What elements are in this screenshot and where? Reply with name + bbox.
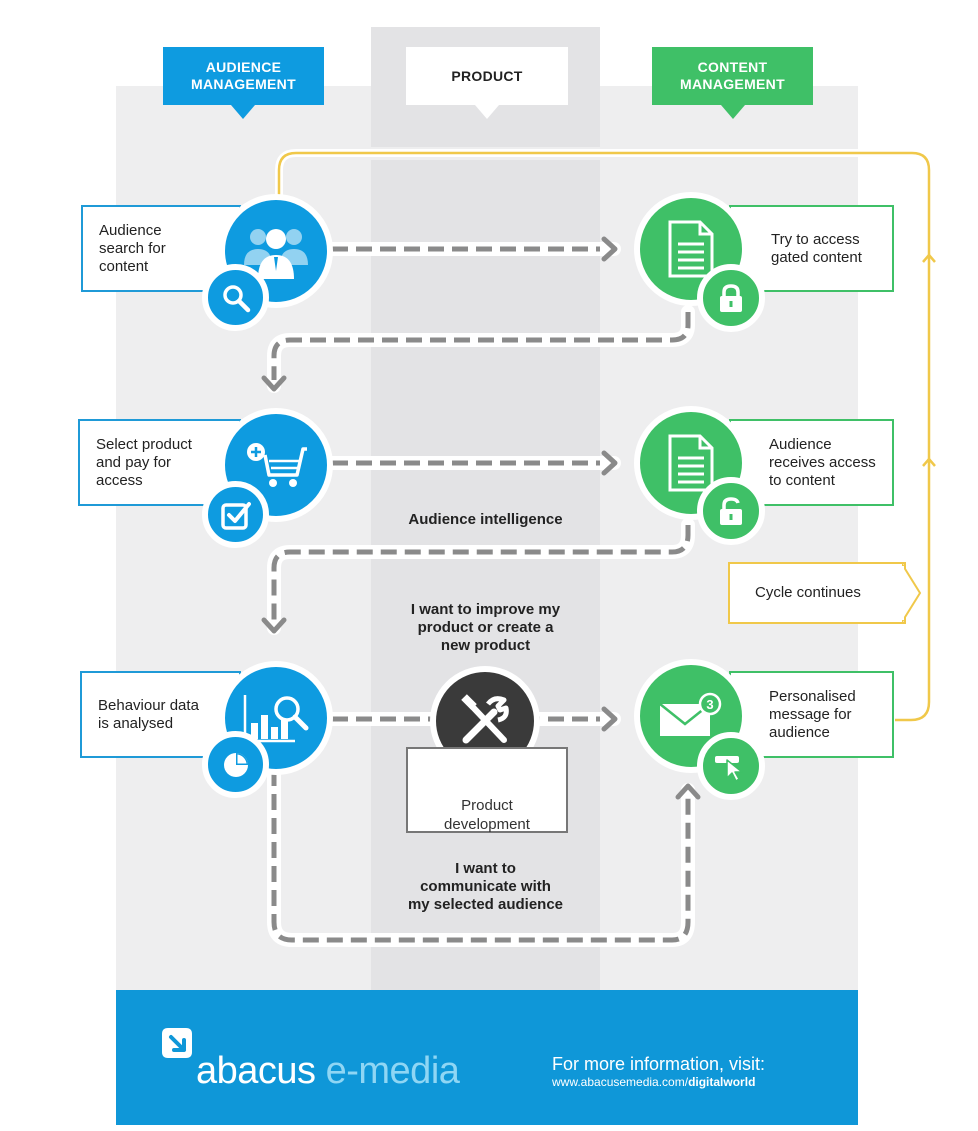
click-icon [715,756,743,782]
search-icon [222,284,250,312]
step-personalised-message-text: Personalised message for audience [769,687,856,741]
header-product-label: PRODUCT [451,67,523,84]
mail-count-badge: 3 [706,697,713,712]
header-audience-management: AUDIENCE MANAGEMENT [163,47,324,105]
info-heading: For more information, visit: [552,1054,766,1074]
people-icon [244,229,308,279]
checkbox-badge [202,481,269,548]
header-audience-pointer [231,105,255,119]
pie-chart-badge [202,731,269,798]
step-audience-search: Audience search for content [81,205,241,292]
arrowhead-right-3 [601,706,618,732]
document-icon [668,434,714,492]
lock-badge [697,264,765,332]
arrowhead-down-1 [261,375,287,392]
document-icon [668,220,714,278]
step-audience-search-text: Audience search for content [99,221,166,275]
mail-icon: 3 [659,692,722,736]
connector-receives-to-behaviour [271,525,691,622]
cycle-loop-line-inner [277,151,931,722]
cycle-up-arrow-2 [922,457,936,467]
cart-icon [247,443,307,487]
product-development-box: Product development [406,747,568,833]
connector-gated-to-select [271,312,691,380]
analytics-icon [243,695,309,743]
header-content-pointer [721,105,745,119]
search-badge [202,264,269,331]
unlock-icon [720,497,742,525]
info-url-link[interactable]: www.abacusemedia.com/digitalworld [552,1075,755,1089]
arrowhead-right-1 [601,236,618,262]
arrowhead-right-2 [601,450,618,476]
label-communicate: I want to communicate with my selected a… [407,860,564,913]
content-circle-gated [634,192,748,306]
header-content-management: CONTENT MANAGEMENT [652,47,813,105]
product-column [371,160,600,990]
arrowhead-down-2 [261,617,287,634]
header-audience-label: AUDIENCE MANAGEMENT [191,59,296,92]
step-receives-access-text: Audience receives access to content [769,435,876,489]
brand-main: abacus [196,1050,316,1092]
info-url-plain: www.abacusemedia.com/ [552,1075,689,1089]
pie-chart-icon [223,752,248,777]
unlock-badge [697,477,765,545]
tools-icon [461,694,509,744]
header-product: PRODUCT [406,47,568,105]
product-development-text: Product development [444,797,530,833]
header-content-label: CONTENT MANAGEMENT [680,59,785,92]
brand-logo[interactable]: abacus e-media [196,1050,460,1093]
checkbox-icon [220,501,251,530]
header-product-pointer [475,105,499,119]
cycle-continues-box: Cycle continues [728,562,906,624]
brand-sub: e-media [325,1050,460,1092]
step-select-product-text: Select product and pay for access [96,435,192,489]
cycle-up-arrow-1 [922,253,936,263]
label-audience-intelligence: Audience intelligence [408,511,563,528]
arrowhead-up-1 [675,783,701,800]
label-improve-product: I want to improve my product or create a… [410,601,561,654]
step-gated-content-text: Try to access gated content [771,230,862,266]
lock-icon [720,284,742,312]
footer-banner [116,990,858,1125]
logo-arrow-icon [162,1028,192,1058]
cycle-box-pointer [902,563,922,623]
connector-behaviour-loop [271,770,691,943]
step-behaviour-data-text: Behaviour data is analysed [98,696,199,732]
step-behaviour-data: Behaviour data is analysed [80,671,241,758]
info-url-bold: digitalworld [688,1075,756,1089]
click-badge [697,732,765,800]
cycle-continues-text: Cycle continues [755,584,861,601]
